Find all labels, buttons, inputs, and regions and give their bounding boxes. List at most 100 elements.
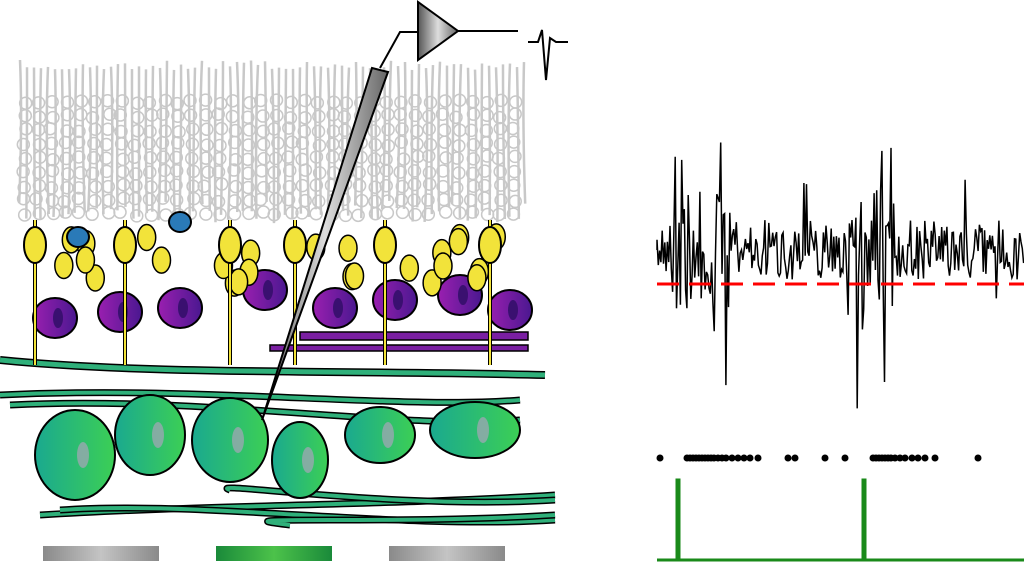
photoreceptor-soma — [156, 150, 171, 164]
photoreceptor — [52, 69, 57, 217]
photoreceptor-soma — [421, 193, 435, 207]
photoreceptor-soma — [352, 165, 366, 180]
photoreceptor-soma — [367, 163, 381, 177]
gray-stimulus-bar-left — [43, 546, 159, 561]
photoreceptor — [178, 64, 183, 219]
photoreceptor — [402, 62, 407, 209]
amacrine-process — [269, 344, 529, 352]
photoreceptor — [450, 64, 456, 205]
photoreceptor-soma — [355, 193, 369, 208]
photoreceptor — [32, 67, 36, 218]
photoreceptor — [494, 67, 499, 223]
photoreceptor-soma — [285, 206, 299, 220]
ganglion-nucleus — [302, 447, 314, 473]
photoreceptor-soma — [33, 150, 47, 164]
photoreceptor-soma — [130, 209, 144, 223]
ganglion-nucleus — [152, 422, 164, 448]
photoreceptor-soma — [256, 124, 270, 139]
spike-raster — [656, 454, 982, 462]
photoreceptor-soma — [31, 96, 46, 110]
photoreceptor — [109, 66, 114, 210]
photoreceptor-soma — [127, 150, 142, 164]
bipolar-cell — [338, 234, 358, 262]
photoreceptor-soma — [368, 137, 382, 152]
photoreceptor-soma — [450, 151, 464, 165]
photoreceptor-soma — [253, 192, 268, 207]
photoreceptor-soma — [74, 107, 88, 122]
photoreceptor-soma — [285, 135, 299, 149]
photoreceptor-soma — [18, 108, 33, 123]
amacrine-process — [299, 331, 529, 341]
photoreceptor-soma — [508, 107, 522, 121]
photoreceptor-soma — [338, 123, 352, 137]
photoreceptor-soma — [142, 136, 156, 150]
photoreceptor-soma — [17, 208, 32, 222]
photoreceptor-soma — [113, 205, 127, 219]
photoreceptor-soma — [242, 123, 257, 137]
photoreceptor-soma — [72, 124, 86, 139]
photoreceptor — [415, 63, 421, 208]
photoreceptor-soma — [352, 178, 367, 193]
photoreceptor — [458, 64, 463, 219]
photoreceptor — [219, 61, 225, 215]
photoreceptor-soma — [186, 164, 201, 179]
photoreceptor-soma — [295, 136, 310, 150]
ganglion-cell — [114, 394, 186, 476]
photoreceptor-soma — [44, 136, 59, 151]
photoreceptor-soma — [211, 194, 226, 209]
photoreceptor-soma — [337, 110, 352, 124]
photoreceptor-soma — [283, 111, 298, 125]
photoreceptor-soma — [16, 137, 31, 152]
photoreceptor-soma — [379, 152, 393, 167]
photoreceptor-soma — [115, 94, 130, 108]
photoreceptor-soma — [395, 205, 410, 220]
photoreceptor-soma — [213, 207, 227, 222]
photoreceptor-soma — [408, 108, 423, 123]
photoreceptor-soma — [379, 163, 394, 178]
spike-dot — [740, 454, 748, 462]
photoreceptor — [130, 69, 135, 219]
photoreceptor-soma — [169, 193, 184, 207]
photoreceptor-soma — [422, 177, 437, 191]
photoreceptor-soma — [58, 135, 73, 150]
photoreceptor-soma — [408, 207, 422, 222]
photoreceptor-soma — [199, 151, 213, 165]
photoreceptor-soma — [493, 137, 508, 152]
photoreceptor-soma — [435, 107, 450, 121]
photoreceptor-soma — [145, 108, 159, 122]
photoreceptor-soma — [143, 165, 157, 179]
photoreceptor-soma — [436, 164, 450, 178]
bipolar-cell — [448, 227, 469, 256]
spike-dot — [722, 454, 730, 462]
photoreceptor-soma — [421, 207, 436, 222]
photoreceptor-soma — [257, 151, 271, 166]
photoreceptor-soma — [494, 193, 508, 207]
photoreceptor-soma — [229, 179, 243, 194]
photoreceptor-soma — [466, 137, 481, 152]
photoreceptor-soma — [381, 139, 396, 153]
photoreceptor — [318, 66, 323, 215]
photoreceptor-soma — [271, 136, 285, 150]
spike-dot — [841, 454, 849, 462]
photoreceptor-soma — [411, 149, 425, 164]
photoreceptor-soma — [227, 207, 242, 221]
photoreceptor-soma — [43, 121, 57, 136]
photoreceptor-soma — [422, 122, 436, 136]
dendrite-plexus — [0, 357, 546, 378]
photoreceptor-soma — [407, 177, 422, 192]
ganglion-nucleus — [477, 417, 489, 443]
photoreceptor — [101, 69, 106, 215]
photoreceptor-soma — [452, 166, 466, 180]
photoreceptor-soma — [379, 179, 393, 193]
photoreceptor — [249, 60, 254, 212]
photoreceptor-soma — [170, 136, 185, 150]
stimulus-trace — [657, 478, 1024, 562]
photoreceptor-soma — [298, 163, 313, 177]
photoreceptor-soma — [71, 135, 86, 149]
photoreceptor-soma — [506, 207, 521, 221]
photoreceptor-soma — [439, 151, 453, 165]
photoreceptor-soma — [200, 122, 214, 137]
photoreceptor-soma — [85, 166, 100, 181]
photoreceptor-soma — [491, 151, 506, 166]
photoreceptor-soma — [309, 178, 324, 192]
